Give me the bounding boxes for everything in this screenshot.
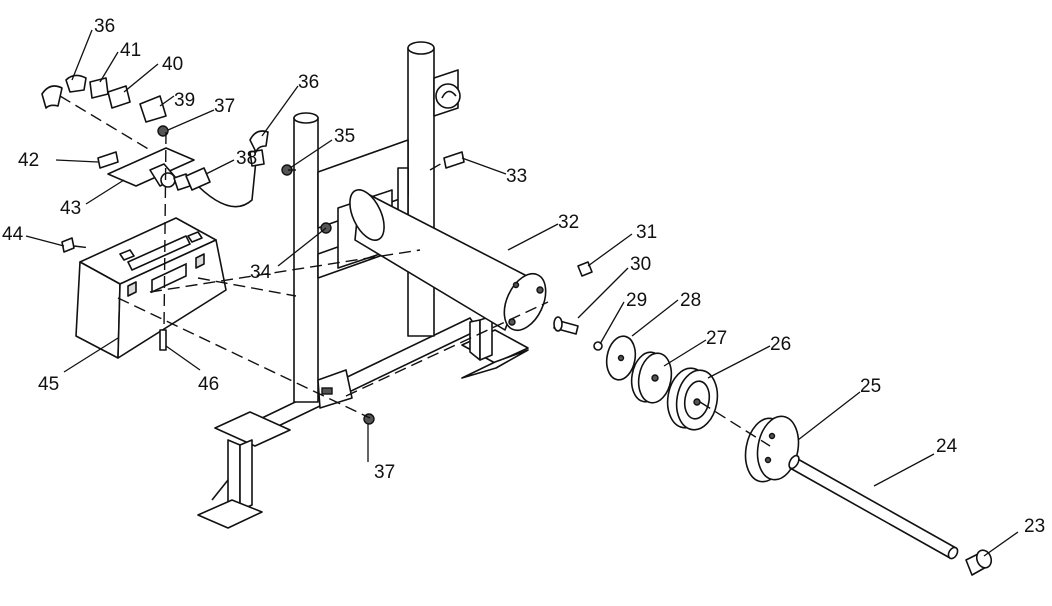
callout-42: 42 xyxy=(18,150,39,171)
fitting-42 xyxy=(97,151,119,169)
screw-44 xyxy=(61,237,75,253)
disc-27 xyxy=(630,351,673,404)
callout-32: 32 xyxy=(558,212,579,233)
disc-29 xyxy=(605,335,637,381)
roller-tube-32 xyxy=(349,189,547,332)
screw-30 xyxy=(553,316,579,335)
callout-26: 26 xyxy=(770,334,791,355)
callout-41: 41 xyxy=(120,40,141,61)
leader-lines xyxy=(25,29,1019,557)
callout-24: 24 xyxy=(936,436,958,457)
callout-labels: 23 24 25 26 27 28 29 30 31 32 33 34 35 3… xyxy=(2,16,1045,537)
callout-36-left: 36 xyxy=(94,16,115,37)
assembly-lines xyxy=(59,95,771,447)
callout-39: 39 xyxy=(174,90,195,111)
wheel-25 xyxy=(744,415,800,483)
callout-31: 31 xyxy=(636,222,657,243)
callout-45: 45 xyxy=(38,374,59,395)
pulley-26 xyxy=(666,367,719,431)
controller-box-45 xyxy=(75,217,227,359)
callout-37-lower: 37 xyxy=(374,462,395,483)
callout-36-right: 36 xyxy=(298,72,319,93)
shaft-24 xyxy=(788,454,959,560)
fitting-chain xyxy=(41,74,167,123)
callout-35: 35 xyxy=(334,126,355,147)
screw-46 xyxy=(159,329,167,351)
callout-23: 23 xyxy=(1024,516,1045,537)
callout-28: 28 xyxy=(680,290,701,311)
callout-37-upper: 37 xyxy=(214,96,235,117)
callout-25: 25 xyxy=(860,376,881,397)
hose-38 xyxy=(185,149,265,208)
elbow-36-right xyxy=(249,130,269,153)
callout-34: 34 xyxy=(250,262,272,283)
bolt-33 xyxy=(443,151,465,169)
callout-43: 43 xyxy=(60,198,81,219)
callout-44: 44 xyxy=(2,224,24,245)
callout-46: 46 xyxy=(198,374,219,395)
callout-30: 30 xyxy=(630,254,651,275)
callout-33: 33 xyxy=(506,166,527,187)
callout-38: 38 xyxy=(236,148,257,169)
callout-40: 40 xyxy=(162,54,183,75)
callout-29: 29 xyxy=(626,290,647,311)
callout-27: 27 xyxy=(706,328,727,349)
cap-23 xyxy=(965,549,993,576)
mounting-plate-43 xyxy=(107,147,195,191)
